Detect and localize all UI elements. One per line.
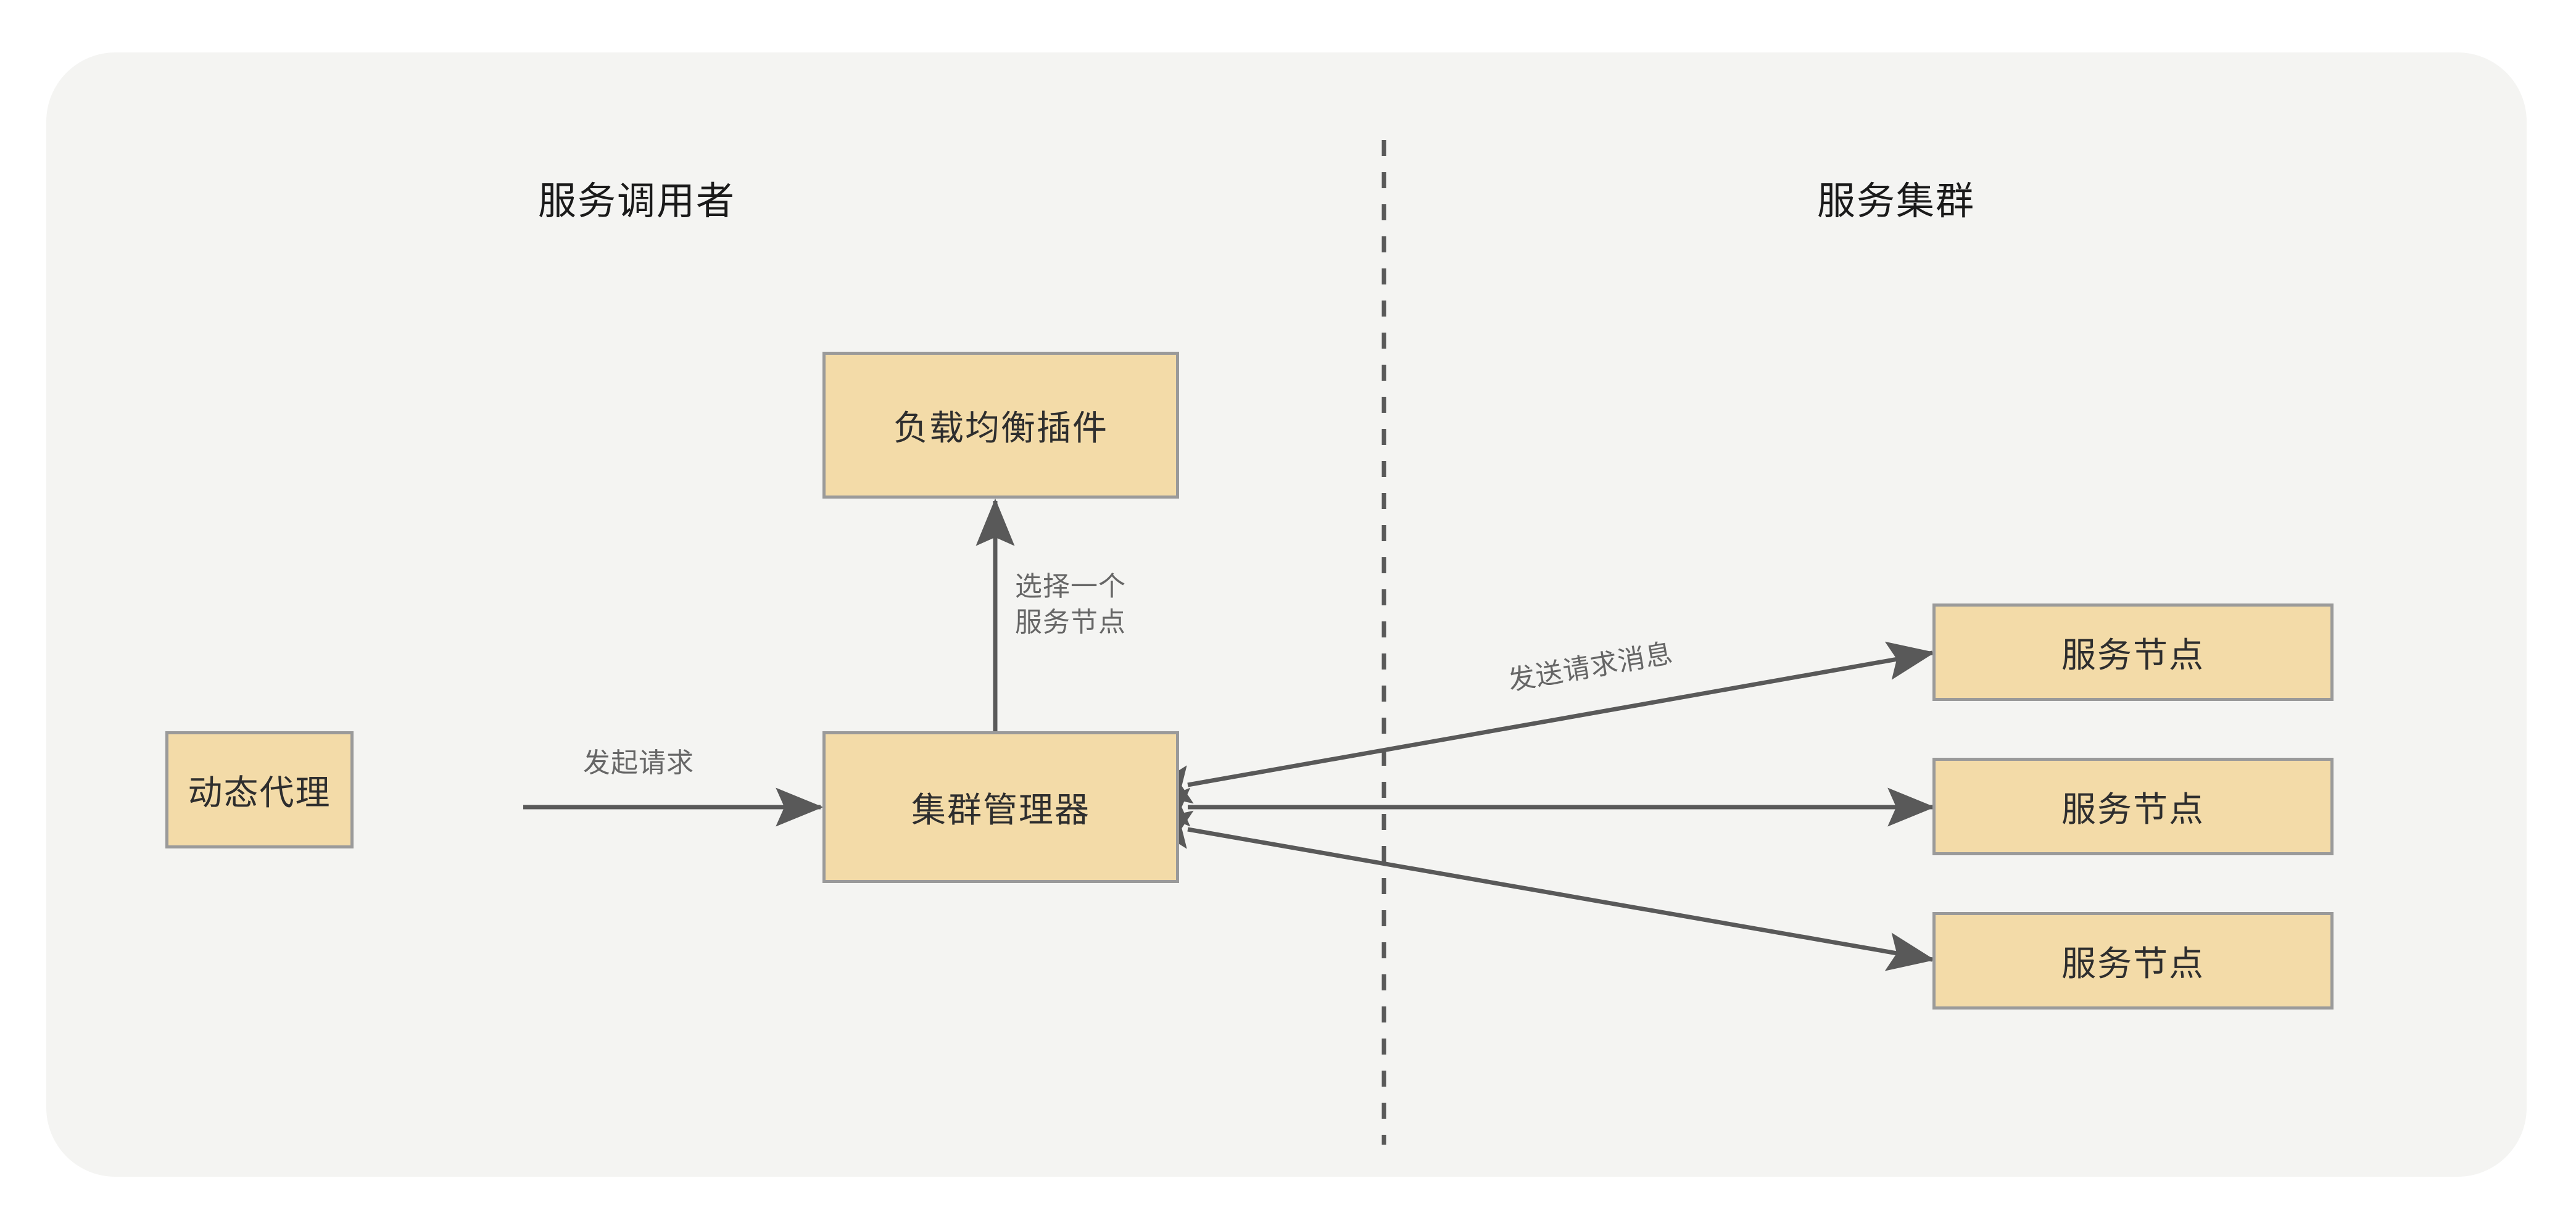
node-service-node-1[interactable]: 服务节点 <box>1932 603 2334 701</box>
edge-label-cluster-to-loadbalancer-line2: 服务节点 <box>1015 607 1126 638</box>
node-service-node-2-label: 服务节点 <box>2061 789 2205 829</box>
lane-title-cluster: 服务集群 <box>1817 180 1976 223</box>
edge-label-cluster-to-loadbalancer: 选择一个 服务节点 <box>1015 569 1126 641</box>
edge-label-proxy-to-cluster: 发起请求 <box>583 748 694 778</box>
node-dynamic-proxy-label: 动态代理 <box>188 773 331 812</box>
node-cluster-manager-label: 集群管理器 <box>911 790 1090 829</box>
edge-label-cluster-to-loadbalancer-line1: 选择一个 <box>1015 571 1126 602</box>
node-service-node-1-label: 服务节点 <box>2061 635 2205 674</box>
lane-title-caller: 服务调用者 <box>538 180 736 223</box>
node-cluster-manager[interactable]: 集群管理器 <box>822 731 1179 883</box>
node-service-node-2[interactable]: 服务节点 <box>1932 758 2334 855</box>
node-service-node-3[interactable]: 服务节点 <box>1932 912 2334 1010</box>
node-load-balancer-label: 负载均衡插件 <box>893 408 1108 447</box>
node-load-balancer[interactable]: 负载均衡插件 <box>822 352 1179 499</box>
node-service-node-3-label: 服务节点 <box>2061 943 2205 983</box>
node-dynamic-proxy[interactable]: 动态代理 <box>165 731 354 848</box>
